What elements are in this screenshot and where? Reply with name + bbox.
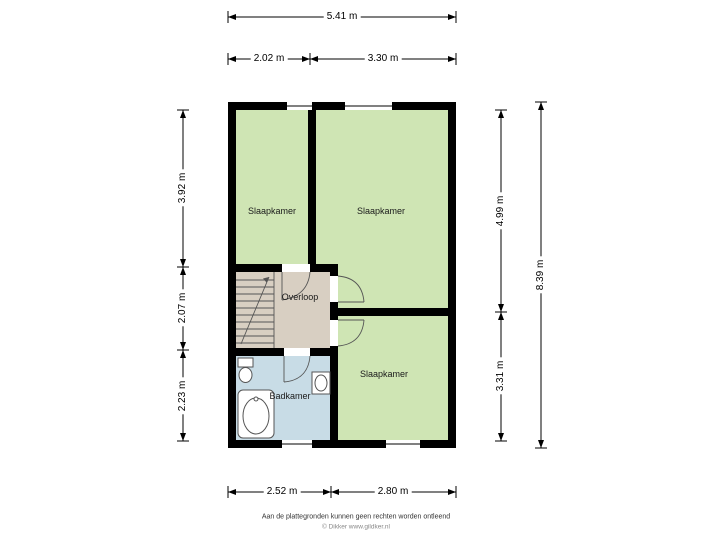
dim-width-top-left: 2.02 m [250, 53, 288, 65]
room-label-bathroom: Badkamer [269, 391, 311, 401]
dim-width-total: 5.41 m [323, 11, 361, 23]
room-bedroom-bottom-right [338, 316, 448, 440]
dim-height-left-middle: 2.07 m [177, 289, 189, 327]
dim-line-right-heights [495, 109, 507, 442]
dim-line-width-top [227, 53, 457, 65]
dim-line-left-heights [177, 109, 189, 442]
dim-width-bottom-left: 2.52 m [263, 486, 301, 498]
footer-credit: © Dikker www.gildker.nl [321, 523, 391, 531]
room-label-bedroom-top-left: Slaapkamer [247, 206, 297, 216]
room-label-landing: Overloop [281, 292, 319, 302]
door-bedroom-top-left [281, 264, 311, 301]
dim-height-left-bottom: 2.23 m [177, 377, 189, 415]
dim-height-left-top: 3.92 m [177, 169, 189, 207]
dim-height-right-bottom: 3.31 m [495, 357, 507, 395]
toilet [237, 357, 254, 383]
door-bedroom-bottom-right [330, 319, 365, 347]
window-top-left [287, 102, 312, 110]
dim-width-bottom-right: 2.80 m [374, 486, 412, 498]
wall-landing-top [228, 264, 330, 272]
staircase [236, 272, 275, 348]
wall-landing-right [330, 264, 338, 448]
bathtub [237, 389, 275, 439]
room-bedroom-top-left [236, 110, 308, 264]
sink [311, 371, 331, 395]
room-label-bedroom-bottom-right: Slaapkamer [359, 369, 409, 379]
footer-disclaimer: Aan de plattegronden kunnen geen rechten… [261, 513, 451, 521]
dim-height-total: 8.39 m [535, 256, 547, 294]
room-label-bedroom-top-right: Slaapkamer [356, 206, 406, 216]
window-bottom-left [282, 440, 312, 448]
window-bottom-right [386, 440, 420, 448]
dim-line-width-bottom [227, 486, 457, 498]
door-bathroom [283, 348, 311, 383]
room-landing [236, 272, 330, 348]
dim-height-right-top: 4.99 m [495, 192, 507, 230]
dim-width-top-right: 3.30 m [364, 53, 402, 65]
window-top-right [345, 102, 392, 110]
door-bedroom-top-right [330, 275, 365, 303]
